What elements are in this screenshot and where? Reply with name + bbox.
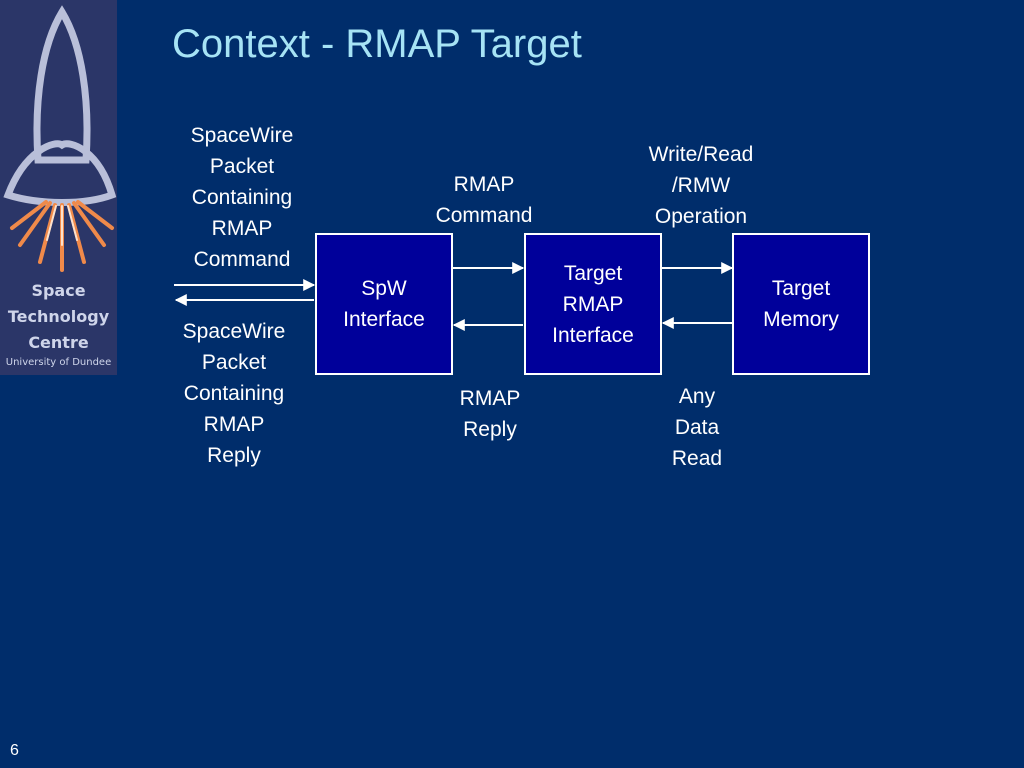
slide-title: Context - RMAP Target [172, 22, 582, 66]
logo-text-centre: Centre [28, 333, 89, 352]
spw-interface-box: SpW Interface [315, 233, 453, 375]
target-rmap-interface-box: Target RMAP Interface [524, 233, 662, 375]
page-number: 6 [10, 742, 19, 759]
logo-panel: Space Technology Centre University of Du… [0, 0, 117, 375]
label-packet-out: SpaceWire Packet Containing RMAP Reply [182, 320, 286, 467]
rocket-logo-icon [3, 5, 117, 272]
logo-text-technology: Technology [7, 307, 110, 326]
label-operation: Write/Read /RMW Operation [648, 143, 754, 228]
label-rmap-reply: RMAP Reply [459, 387, 521, 441]
label-data-read: Any Data Read [671, 385, 723, 470]
logo-text-space: Space [31, 281, 86, 300]
logo-text-university: University of Dundee [5, 357, 112, 368]
target-memory-box: Target Memory [732, 233, 870, 375]
label-packet-in: SpaceWire Packet Containing RMAP Command [190, 124, 294, 271]
label-rmap-command: RMAP Command [435, 173, 533, 227]
